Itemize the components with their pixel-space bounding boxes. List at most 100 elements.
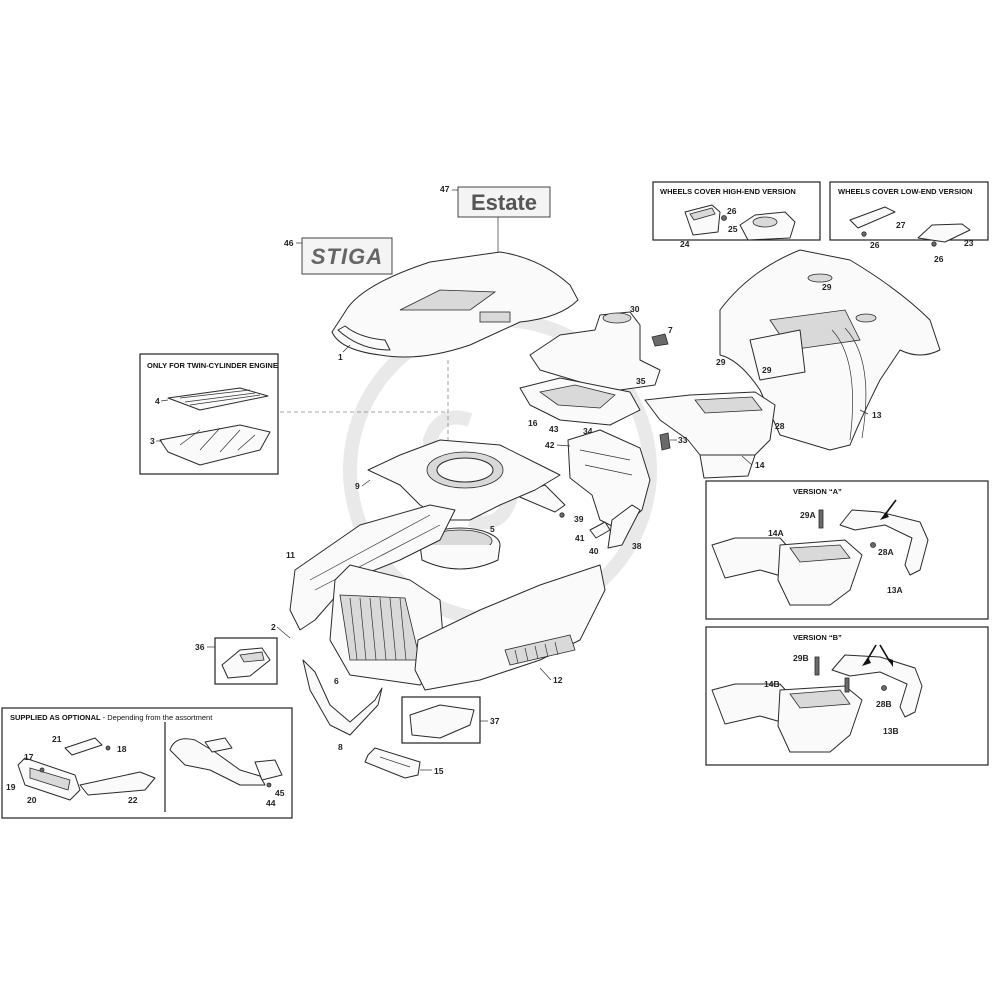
- label-29b-ver: 29B: [793, 653, 809, 663]
- label-38: 38: [632, 541, 642, 551]
- part-37-box: [401, 696, 481, 744]
- label-26c: 26: [934, 254, 944, 264]
- foot-plate-part-15: [364, 747, 421, 779]
- label-42: 42: [545, 440, 555, 450]
- label-20: 20: [27, 795, 37, 805]
- label-19: 19: [6, 782, 16, 792]
- dash-panel-part-16: [519, 377, 641, 426]
- label-41: 41: [575, 533, 585, 543]
- stiga-logo-plate: STIGA: [301, 237, 393, 275]
- bracket-part-7: [651, 333, 669, 347]
- label-28: 28: [775, 421, 785, 431]
- label-24: 24: [680, 239, 690, 249]
- air-intake-part-3: [159, 424, 271, 466]
- label-16: 16: [528, 418, 538, 428]
- twin-cylinder-title: ONLY FOR TWIN-CYLINDER ENGINE: [147, 361, 278, 370]
- clip-part-33: [659, 432, 671, 451]
- wheels-low-end-box: WHEELS COVER LOW-END VERSION: [829, 181, 989, 247]
- version-a-title: VERSION “A”: [793, 487, 842, 496]
- label-3: 3: [150, 436, 155, 446]
- label-29a-ver: 29A: [800, 510, 816, 520]
- label-12: 12: [553, 675, 563, 685]
- left-side-panel-part-11: [289, 504, 456, 631]
- optional-parts-box: SUPPLIED AS OPTIONAL - Depending from th…: [1, 707, 293, 819]
- label-17: 17: [24, 752, 34, 762]
- label-14a: 14A: [768, 528, 784, 538]
- label-13b: 13B: [883, 726, 899, 736]
- label-34: 34: [583, 426, 593, 436]
- label-11: 11: [286, 550, 295, 560]
- bar-part-22: [79, 771, 156, 796]
- label-39: 39: [574, 514, 584, 524]
- label-47: 47: [440, 184, 450, 194]
- label-28b: 28B: [876, 699, 892, 709]
- label-44: 44: [266, 798, 276, 808]
- label-26b: 26: [870, 240, 880, 250]
- label-4: 4: [155, 396, 160, 406]
- label-14: 14: [755, 460, 765, 470]
- twin-cylinder-box: ONLY FOR TWIN-CYLINDER ENGINE: [139, 353, 279, 475]
- optional-title: SUPPLIED AS OPTIONAL - Depending from th…: [10, 713, 213, 722]
- label-9: 9: [355, 481, 360, 491]
- bull-bar-part-44: [169, 737, 283, 786]
- bumper-part-8: [302, 659, 383, 736]
- label-18: 18: [117, 744, 127, 754]
- grille-part-4: [167, 387, 269, 411]
- label-21: 21: [52, 734, 62, 744]
- label-37: 37: [490, 716, 500, 726]
- wheel-cover-part-25: [739, 211, 796, 241]
- optional-title-prefix: SUPPLIED AS OPTIONAL: [10, 713, 101, 722]
- seat-pan-part-14: [644, 391, 776, 479]
- label-29c: 29: [762, 365, 772, 375]
- label-36: 36: [195, 642, 205, 652]
- version-a-box: VERSION “A”: [705, 480, 989, 620]
- label-7: 7: [668, 325, 673, 335]
- stiga-logo-text: STIGA: [311, 244, 383, 269]
- seat-pan-part-14a: [711, 537, 863, 606]
- wheels-low-title: WHEELS COVER LOW-END VERSION: [838, 187, 972, 196]
- front-guard-part-20: [17, 757, 81, 801]
- label-5: 5: [490, 524, 495, 534]
- seat-pan-part-14b: [711, 683, 863, 753]
- wheels-high-end-box: WHEELS COVER HIGH-END VERSION: [652, 181, 821, 241]
- label-29b: 29: [716, 357, 726, 367]
- label-22: 22: [128, 795, 138, 805]
- clip-part-41: [589, 521, 611, 539]
- body-frame-part-9: [367, 439, 561, 521]
- label-40: 40: [589, 546, 599, 556]
- bracket-part-21: [64, 737, 103, 756]
- label-27: 27: [896, 220, 906, 230]
- label-25: 25: [728, 224, 738, 234]
- wheel-cover-part-27: [849, 206, 896, 229]
- label-23: 23: [964, 238, 974, 248]
- label-28a: 28A: [878, 547, 894, 557]
- wheels-high-title: WHEELS COVER HIGH-END VERSION: [660, 187, 796, 196]
- label-45: 45: [275, 788, 285, 798]
- label-14b: 14B: [764, 679, 780, 689]
- right-side-panel-part-12: [414, 564, 606, 691]
- label-6: 6: [334, 676, 339, 686]
- dash-cover-part-30: [529, 311, 661, 391]
- rear-body-part-13: [719, 249, 941, 451]
- label-1: 1: [338, 352, 343, 362]
- wheel-cover-part-23: [917, 223, 971, 243]
- label-46: 46: [284, 238, 294, 248]
- label-2: 2: [271, 622, 276, 632]
- lever-part-38: [607, 504, 641, 549]
- label-30: 30: [630, 304, 640, 314]
- label-8: 8: [338, 742, 343, 752]
- label-13: 13: [872, 410, 882, 420]
- label-26a: 26: [727, 206, 737, 216]
- bracket-part-13a: [839, 509, 929, 576]
- version-b-title: VERSION “B”: [793, 633, 842, 642]
- bracket-part-13b: [831, 654, 923, 718]
- label-43: 43: [549, 424, 559, 434]
- label-15: 15: [434, 766, 444, 776]
- wheel-cover-part-24: [684, 204, 721, 236]
- optional-title-suffix: - Depending from the assortment: [101, 713, 214, 722]
- label-13a: 13A: [887, 585, 903, 595]
- estate-badge-text: Estate: [471, 190, 537, 215]
- label-35: 35: [636, 376, 646, 386]
- label-33: 33: [678, 435, 688, 445]
